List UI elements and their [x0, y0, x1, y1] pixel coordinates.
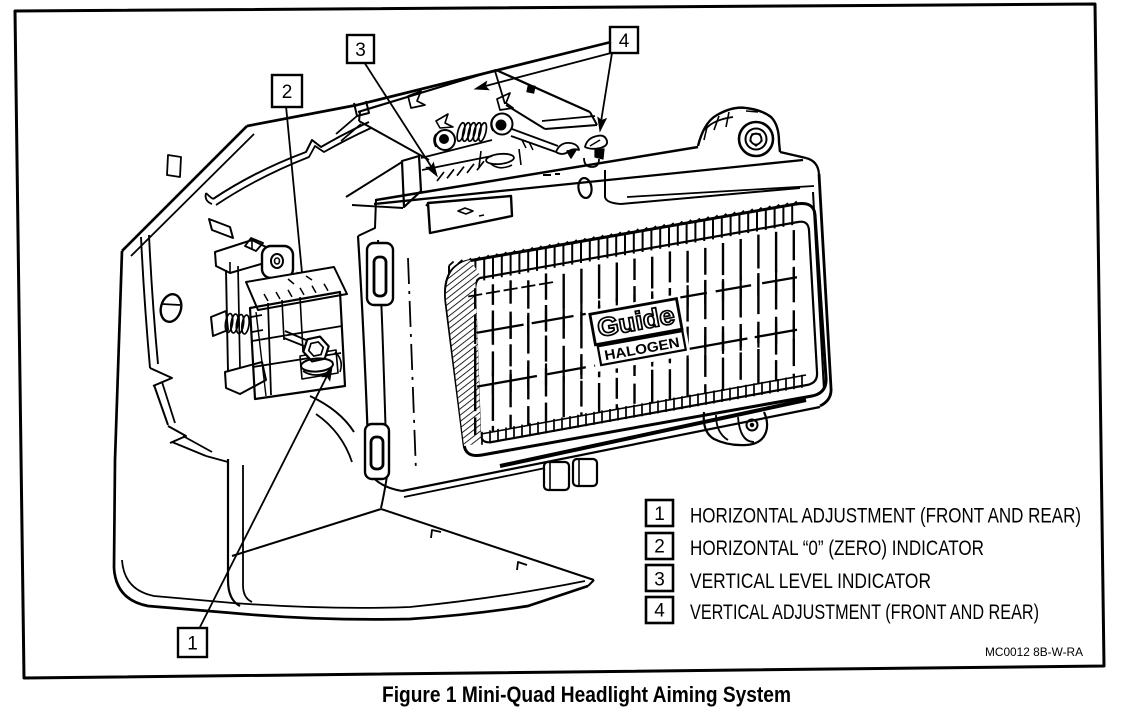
svg-text:HORIZONTAL “0” (ZERO) INDICATO: HORIZONTAL “0” (ZERO) INDICATOR — [690, 537, 984, 560]
svg-text:4: 4 — [619, 31, 630, 52]
svg-text:3: 3 — [355, 40, 366, 61]
svg-text:2: 2 — [282, 82, 293, 103]
svg-text:1: 1 — [187, 634, 198, 655]
svg-text:2: 2 — [654, 537, 665, 558]
svg-text:Figure 1 Mini-Quad Headlight A: Figure 1 Mini-Quad Headlight Aiming Syst… — [382, 682, 791, 707]
svg-text:1: 1 — [654, 504, 665, 525]
svg-text:3: 3 — [654, 569, 665, 590]
svg-text:4: 4 — [654, 601, 665, 622]
svg-text:MC0012 8B-W-RA: MC0012 8B-W-RA — [985, 647, 1083, 659]
svg-text:HORIZONTAL ADJUSTMENT (FRONT A: HORIZONTAL ADJUSTMENT (FRONT AND REAR) — [690, 505, 1081, 528]
svg-text:VERTICAL ADJUSTMENT (FRONT AND: VERTICAL ADJUSTMENT (FRONT AND REAR) — [690, 601, 1039, 624]
svg-text:VERTICAL LEVEL INDICATOR: VERTICAL LEVEL INDICATOR — [690, 570, 931, 593]
